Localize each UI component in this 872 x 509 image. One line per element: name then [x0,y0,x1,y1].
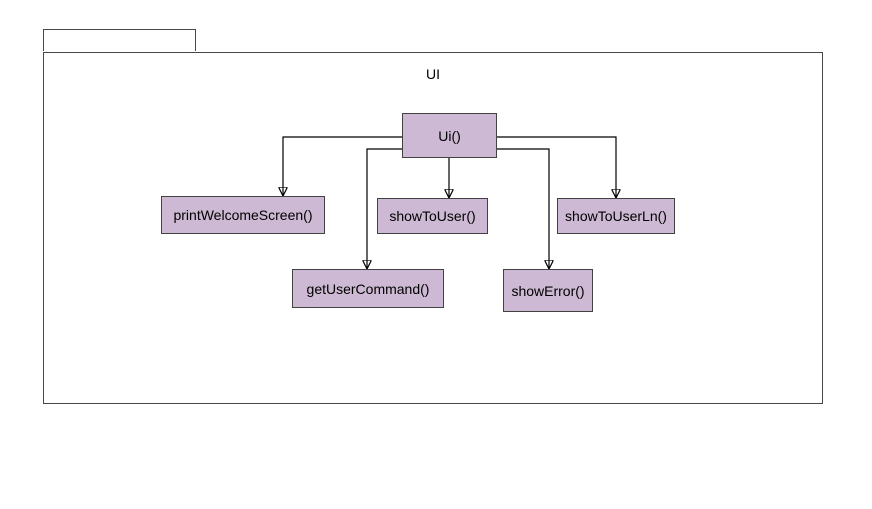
node-ui-label: Ui() [438,127,461,144]
package-title: UI [426,66,440,82]
node-ui: Ui() [402,113,497,158]
node-printwelcomescreen-label: printWelcomeScreen() [173,207,313,223]
node-getusercommand: getUserCommand() [292,269,444,308]
package-tab [43,29,196,51]
node-printwelcomescreen: printWelcomeScreen() [161,196,325,234]
node-showerror-label: showError() [511,282,585,299]
node-showtouser: showToUser() [377,198,488,234]
node-getusercommand-label: getUserCommand() [306,280,430,297]
node-showtouserln: showToUserLn() [557,198,675,234]
node-showtouser-label: showToUser() [389,208,476,224]
node-showerror: showError() [503,269,593,312]
node-showtouserln-label: showToUserLn() [565,208,667,224]
